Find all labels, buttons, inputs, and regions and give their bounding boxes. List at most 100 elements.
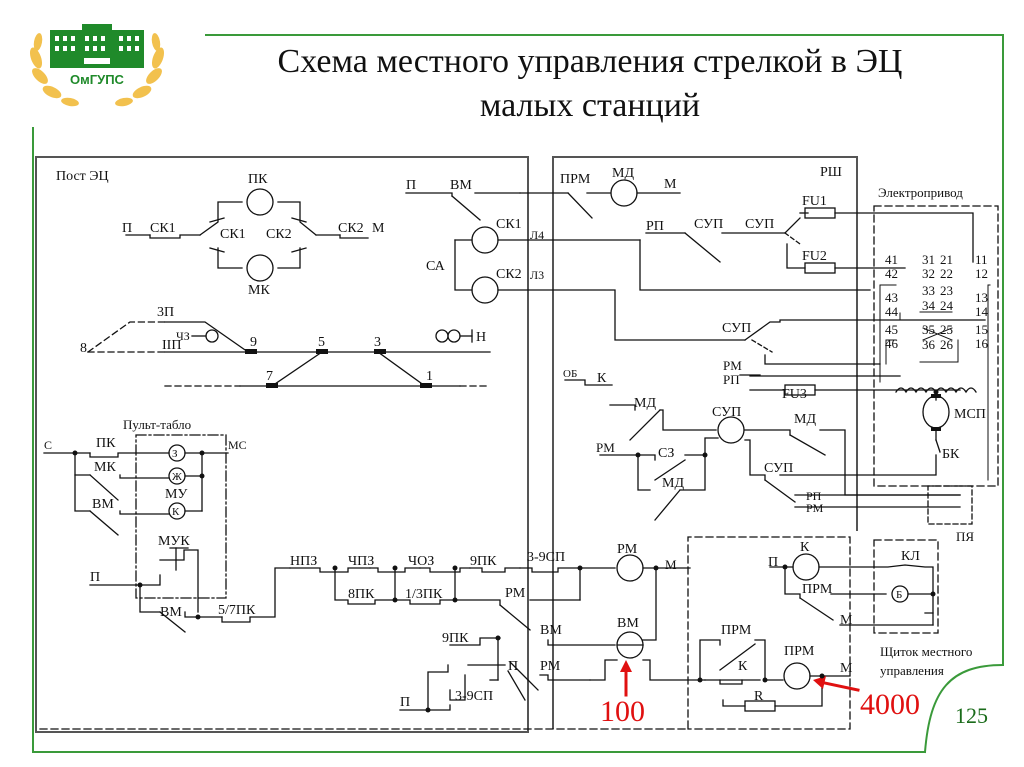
label-fu3: FU3 bbox=[782, 387, 807, 402]
signal-chz bbox=[205, 329, 219, 343]
terminal-12: 12 bbox=[975, 266, 988, 281]
terminal-36: 36 bbox=[922, 337, 936, 352]
switch-marks bbox=[245, 349, 432, 388]
label-prm-4: ПРМ bbox=[802, 582, 833, 597]
motor-msp bbox=[922, 395, 950, 429]
terminal-24: 24 bbox=[940, 298, 954, 313]
terminal-13: 13 bbox=[975, 290, 988, 305]
label-p-2: П bbox=[406, 178, 416, 193]
label-electric-drive: Электропривод bbox=[878, 185, 963, 200]
label-md-1: МД bbox=[612, 166, 634, 181]
label-kl: КЛ bbox=[901, 549, 920, 564]
label-sk1-b: СК1 bbox=[220, 227, 246, 242]
label-rm-5: РМ bbox=[617, 542, 638, 557]
title-line-1: Схема местного управления стрелкой в ЭЦ bbox=[277, 43, 903, 80]
label-fu2: FU2 bbox=[802, 249, 827, 264]
terminal-21: 21 bbox=[940, 252, 953, 267]
label-p-6: П bbox=[768, 555, 778, 570]
label-rm-2: РМ bbox=[596, 440, 615, 455]
label-n: Н bbox=[476, 330, 486, 345]
label-vm-4: ВМ bbox=[540, 623, 562, 638]
label-k-1: К bbox=[597, 371, 607, 386]
terminal-16: 16 bbox=[975, 336, 989, 351]
relay-sk1 bbox=[471, 226, 499, 254]
label-sw5: 5 bbox=[318, 335, 325, 350]
label-m-4: М bbox=[840, 661, 853, 676]
label-sup-3: СУП bbox=[722, 321, 751, 336]
label-l3: Л3 bbox=[530, 268, 544, 282]
label-rp-1: РП bbox=[646, 219, 664, 234]
label-s: С bbox=[44, 438, 52, 452]
label-lamp-k: К bbox=[172, 506, 180, 518]
label-sup-1: СУП bbox=[694, 217, 723, 232]
lower-dashed bbox=[39, 536, 851, 730]
junction-dots bbox=[72, 389, 939, 713]
label-vm-2: ВМ bbox=[92, 497, 114, 512]
arrow-4000 bbox=[818, 680, 860, 692]
label-muk: МУК bbox=[158, 534, 190, 549]
label-9pk-2: 9ПК bbox=[442, 631, 469, 646]
label-rm-6: РМ bbox=[540, 659, 561, 674]
label-m-3: М bbox=[665, 557, 677, 572]
label-lamp-z: З bbox=[172, 448, 178, 460]
label-sk1-c: СК1 bbox=[496, 217, 522, 232]
label-vm-3: ВМ bbox=[160, 605, 182, 620]
label-pya: ПЯ bbox=[956, 529, 974, 544]
terminal-31: 31 bbox=[922, 252, 935, 267]
annotation-4000: 4000 bbox=[860, 688, 920, 721]
label-sk2-a: СК2 bbox=[266, 227, 292, 242]
label-k-2: К bbox=[738, 659, 748, 674]
fuse-fu1 bbox=[804, 207, 836, 219]
signal-n-1 bbox=[435, 329, 449, 343]
label-p-4: П bbox=[508, 659, 518, 674]
page-number: 125 bbox=[955, 703, 988, 728]
label-local-panel-2: управления bbox=[880, 663, 944, 678]
label-p-5: П bbox=[400, 695, 410, 710]
slide-frame bbox=[32, 34, 1005, 754]
label-mk: МК bbox=[248, 283, 270, 298]
annotation-100: 100 bbox=[600, 695, 645, 728]
logo-text: ОмГУПС bbox=[70, 72, 125, 87]
label-ob: ОБ bbox=[563, 368, 577, 380]
label-39sp-2: 3-9СП bbox=[455, 689, 493, 704]
terminal-32: 32 bbox=[922, 266, 935, 281]
post-ec-box bbox=[35, 156, 529, 733]
label-r: R bbox=[754, 689, 764, 704]
relay-rm bbox=[616, 554, 644, 582]
label-m-2: М bbox=[664, 177, 677, 192]
label-sa: СА bbox=[426, 259, 446, 274]
label-console: Пульт-табло bbox=[123, 417, 191, 432]
label-sk1-a: СК1 bbox=[150, 221, 176, 236]
label-pk-2: ПК bbox=[96, 436, 116, 451]
label-mu: МУ bbox=[165, 487, 187, 502]
rsh-box bbox=[552, 156, 858, 729]
terminal-46: 46 bbox=[885, 336, 899, 351]
terminal-22: 22 bbox=[940, 266, 953, 281]
label-rsh: РШ bbox=[820, 165, 842, 180]
label-post-ec: Пост ЭЦ bbox=[56, 169, 109, 184]
terminal-45: 45 bbox=[885, 322, 898, 337]
label-lamp-zh: Ж bbox=[172, 471, 182, 483]
slide-title: Схема местного управления стрелкой в ЭЦ … bbox=[200, 40, 980, 128]
label-k-3: К bbox=[800, 540, 810, 555]
label-chpz: ЧПЗ bbox=[348, 554, 374, 569]
label-ms: МС bbox=[228, 438, 247, 452]
terminal-block bbox=[879, 267, 991, 481]
label-md-4: МД bbox=[662, 476, 684, 491]
label-prm-1: ПРМ bbox=[560, 172, 591, 187]
terminal-43: 43 bbox=[885, 290, 898, 305]
relay-k bbox=[792, 553, 820, 581]
label-m-5: М bbox=[840, 613, 853, 628]
pya-box bbox=[927, 485, 973, 525]
label-m-1: М bbox=[372, 221, 385, 236]
label-rm-3: РМ bbox=[806, 501, 824, 515]
signal-n-2 bbox=[447, 329, 461, 343]
label-sup-4: СУП bbox=[712, 405, 741, 420]
terminal-41: 41 bbox=[885, 252, 898, 267]
label-sw3: 3 bbox=[374, 335, 381, 350]
label-sw7: 7 bbox=[266, 369, 273, 384]
label-p-3: П bbox=[90, 570, 100, 585]
relay-sup bbox=[717, 416, 745, 444]
